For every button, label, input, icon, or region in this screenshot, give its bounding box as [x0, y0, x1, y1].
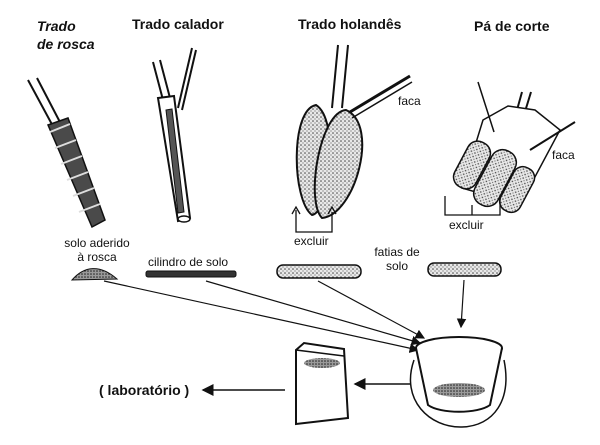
label-solo-aderido-line1: solo aderido	[64, 236, 130, 250]
arrow-slice2-to-bucket	[456, 279, 467, 329]
label-solo-aderido-line2: à rosca	[77, 250, 117, 264]
arrow-cylinder-to-bucket	[205, 280, 422, 346]
soil-pile	[70, 268, 119, 281]
dutch-auger-drawing	[291, 44, 413, 233]
spade-drawing	[444, 81, 576, 216]
label-excluir-pa: excluir	[449, 218, 484, 232]
title-pa-de-corte: Pá de corte	[474, 18, 550, 34]
title-trado-calador: Trado calador	[132, 16, 224, 32]
title-trado-rosca-line1: Trado	[37, 18, 76, 34]
soil-slice-right	[427, 262, 502, 277]
label-laboratorio: ( laboratório )	[99, 382, 190, 398]
label-faca-holandes: faca	[398, 94, 421, 108]
screw-auger-drawing	[27, 77, 106, 229]
label-fatias-line1: fatias de	[374, 245, 420, 259]
label-cilindro-de-solo: cilindro de solo	[148, 255, 229, 269]
title-trado-rosca-line2: de rosca	[37, 36, 95, 52]
tube-sampler-drawing	[152, 47, 197, 223]
label-fatias-line2: solo	[385, 259, 408, 273]
bucket-drawing	[409, 336, 507, 428]
label-excluir-holandes: excluir	[294, 234, 329, 248]
soil-cylinder	[145, 270, 237, 278]
sample-bag-drawing	[295, 341, 350, 426]
arrow-slice-to-bucket	[317, 280, 426, 339]
title-trado-holandes: Trado holandês	[298, 16, 402, 32]
arrow-pile-to-bucket	[103, 280, 420, 353]
label-faca-pa: faca	[552, 148, 575, 162]
soil-slice-left	[276, 264, 362, 279]
